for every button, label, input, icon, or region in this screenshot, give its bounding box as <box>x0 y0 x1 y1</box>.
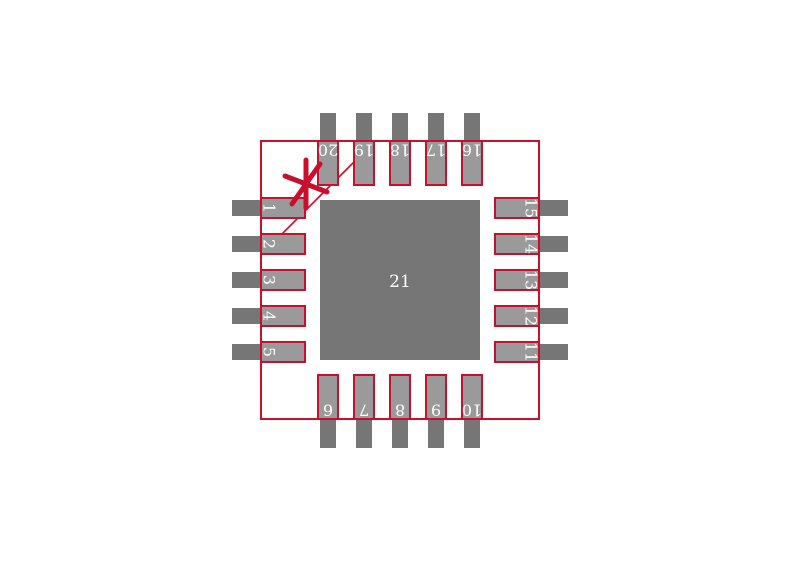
pin-label: 17 <box>426 141 446 160</box>
pin-label: 6 <box>323 401 333 420</box>
pin-label: 14 <box>522 234 541 254</box>
pin-pad <box>260 305 306 327</box>
asterisk-icon <box>282 157 330 211</box>
pin-19: 19 <box>353 113 375 186</box>
pin-6: 6 <box>317 374 339 448</box>
pin-20: 20 <box>317 113 339 186</box>
pin-18: 18 <box>389 113 411 186</box>
pin-5: 5 <box>232 341 306 363</box>
pin-13: 13 <box>494 269 568 291</box>
pin-label: 13 <box>522 270 541 290</box>
pin-11: 11 <box>494 341 568 363</box>
pin-pad <box>317 374 339 420</box>
pin-7: 7 <box>353 374 375 448</box>
pin-pad <box>389 374 411 420</box>
pin-2: 2 <box>232 233 306 255</box>
pin-pad <box>494 269 540 291</box>
pin-label: 15 <box>522 198 541 218</box>
pin-pad <box>353 140 375 186</box>
pin-label: 12 <box>522 306 541 326</box>
pin-pad <box>260 269 306 291</box>
pin-label: 9 <box>431 401 441 420</box>
pin-pad <box>494 197 540 219</box>
pin-pad <box>389 140 411 186</box>
pin-label: 3 <box>260 275 279 285</box>
pin-4: 4 <box>232 305 306 327</box>
thermal-pad-label: 21 <box>389 272 411 292</box>
pin-16: 16 <box>461 113 483 186</box>
pin-label: 19 <box>354 141 374 160</box>
pin-12: 12 <box>494 305 568 327</box>
pin-pad <box>260 341 306 363</box>
pin-pad <box>425 374 447 420</box>
pin-17: 17 <box>425 113 447 186</box>
pin-pad <box>425 140 447 186</box>
pin-label: 20 <box>318 141 338 160</box>
pin-label: 2 <box>260 239 279 249</box>
pin-label: 4 <box>260 311 279 321</box>
pin-label: 1 <box>260 203 279 213</box>
pin-pad <box>260 233 306 255</box>
pin-14: 14 <box>494 233 568 255</box>
pin-label: 10 <box>462 401 482 420</box>
pin-10: 10 <box>461 374 483 448</box>
pin-label: 7 <box>359 401 369 420</box>
thermal-pad <box>320 200 480 360</box>
pin-pad <box>494 341 540 363</box>
pin-9: 9 <box>425 374 447 448</box>
pin-pad <box>494 233 540 255</box>
pin-label: 16 <box>462 141 482 160</box>
pin-8: 8 <box>389 374 411 448</box>
pin-pad <box>353 374 375 420</box>
pin-3: 3 <box>232 269 306 291</box>
pin-label: 5 <box>260 347 279 357</box>
pin-pad <box>494 305 540 327</box>
pin-label: 18 <box>390 141 410 160</box>
pin-pad <box>461 140 483 186</box>
pin-label: 11 <box>522 342 541 362</box>
pin-pad <box>461 374 483 420</box>
pin-15: 15 <box>494 197 568 219</box>
pin-label: 8 <box>395 401 405 420</box>
